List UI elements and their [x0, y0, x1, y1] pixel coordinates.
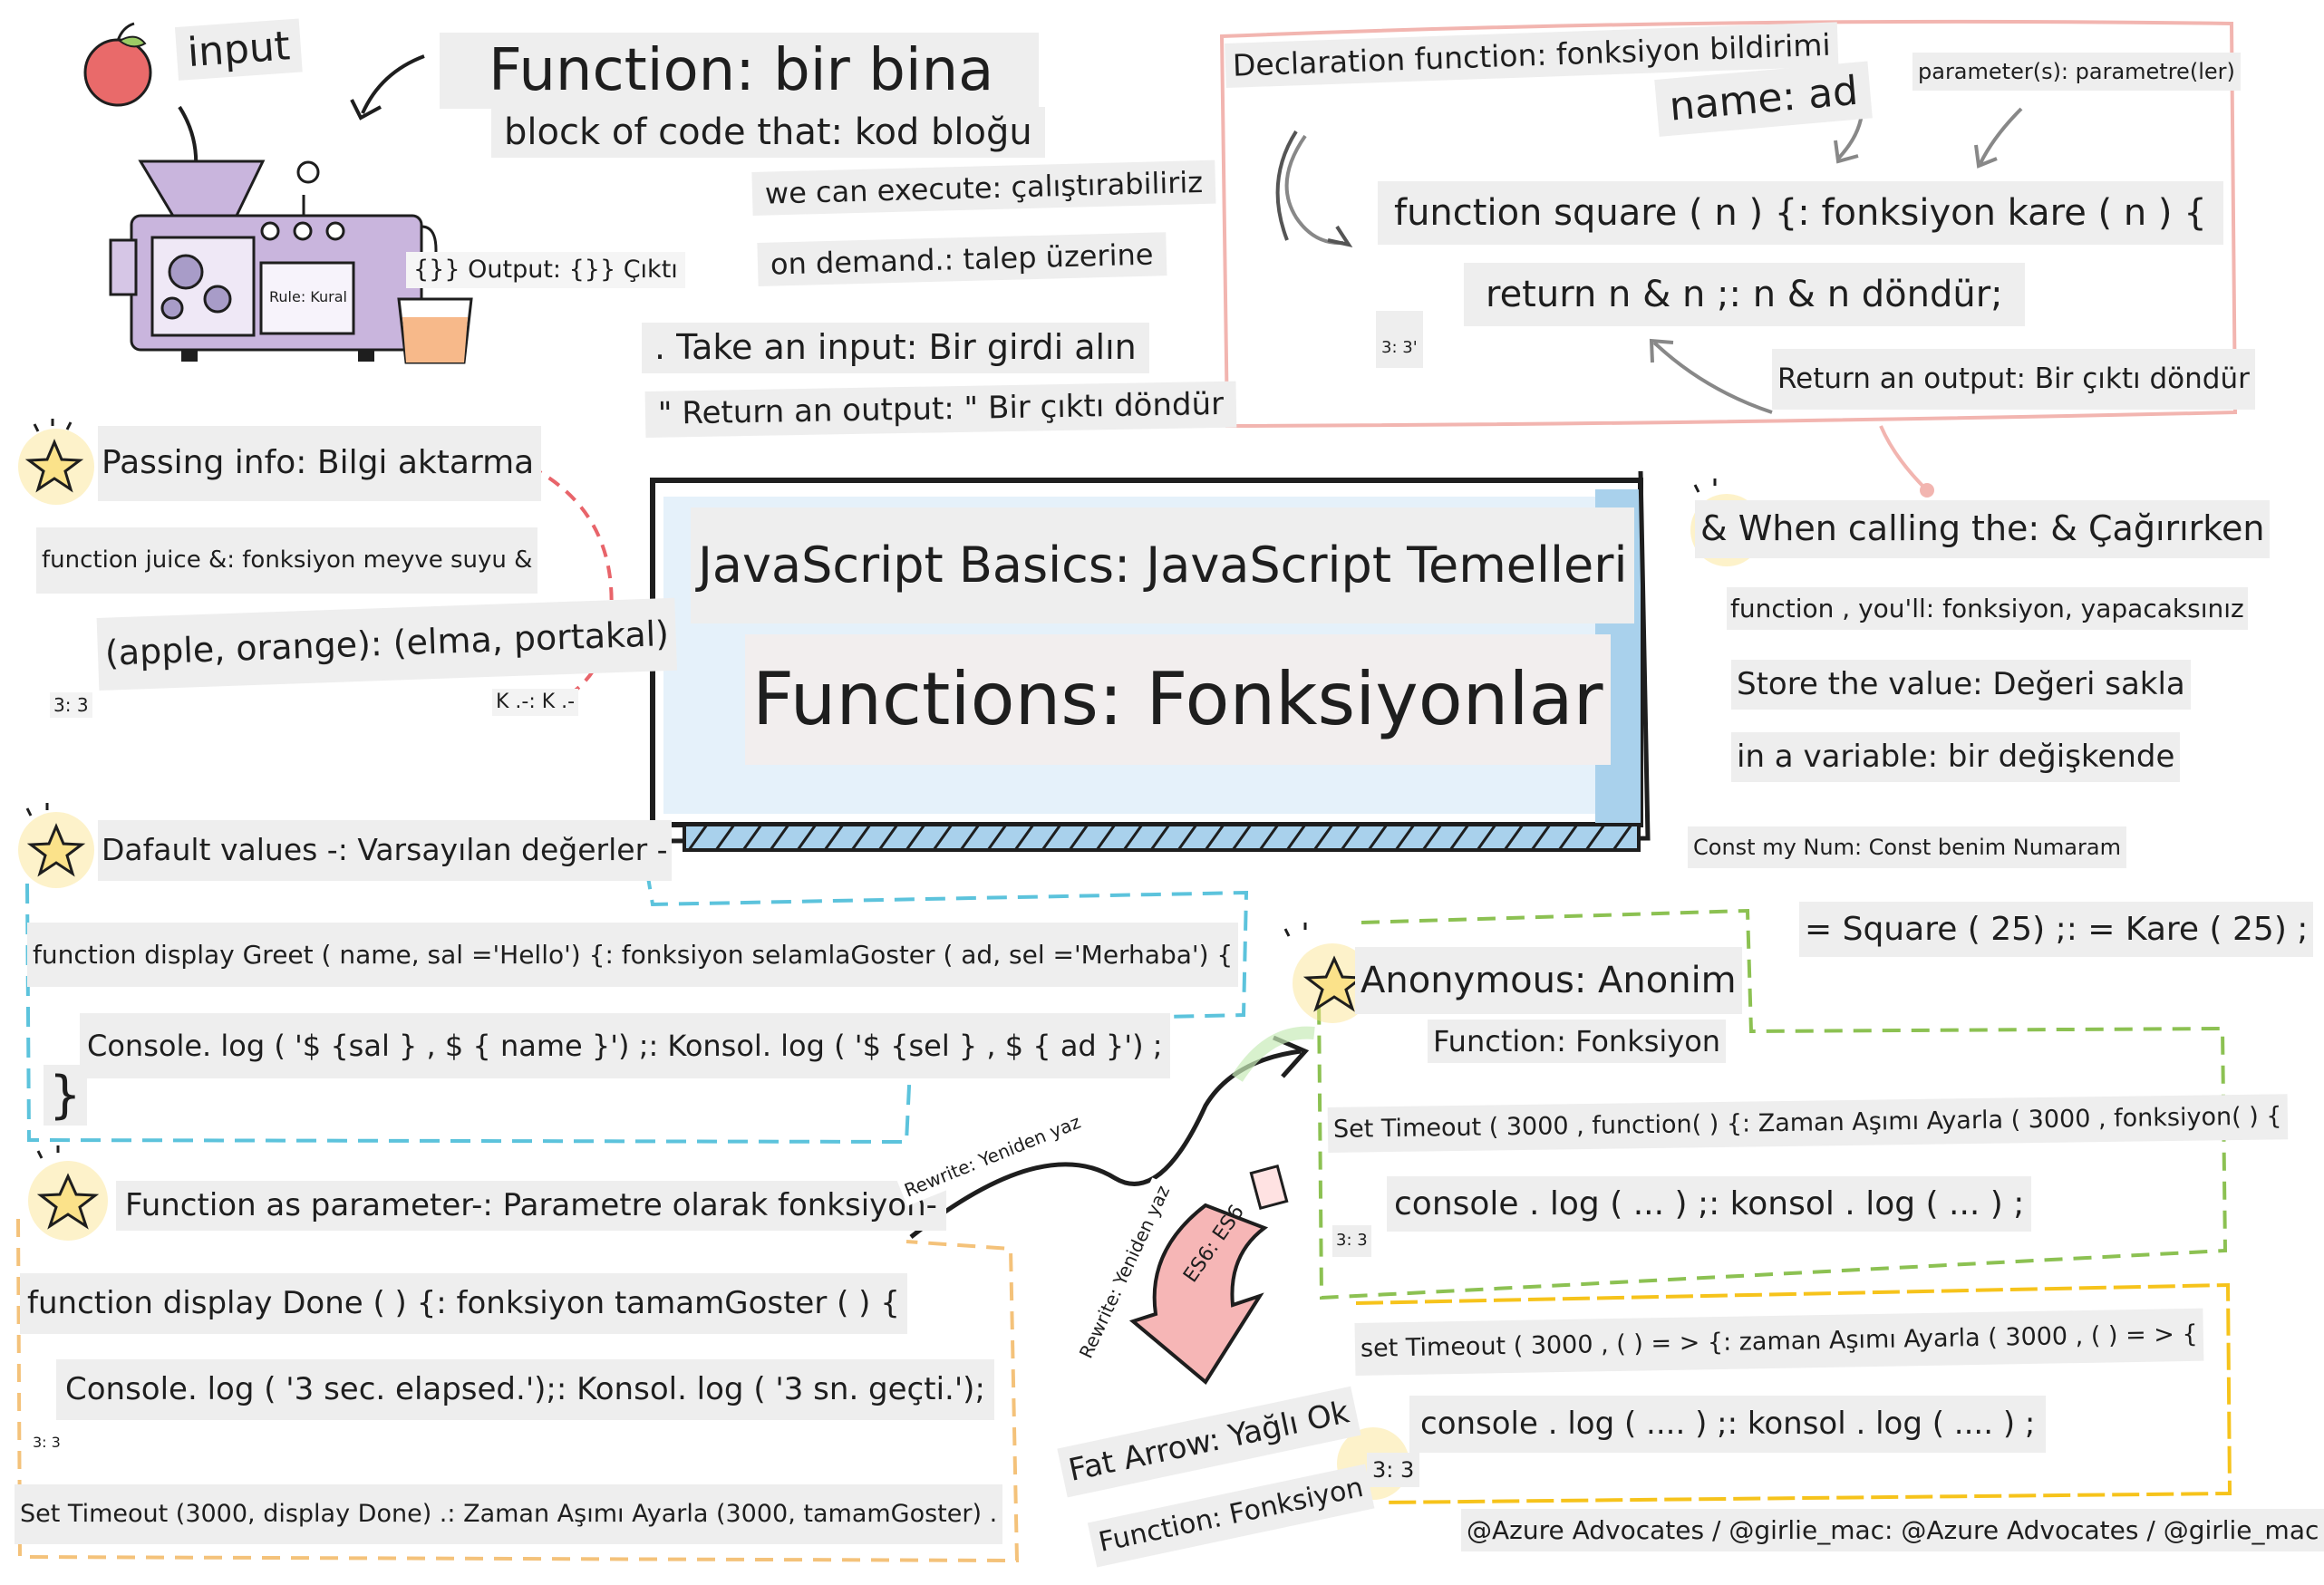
anonymous-heading: Anonymous: Anonim: [1355, 947, 1742, 1014]
calling-line2: Store the value: Değeri sakla: [1731, 660, 2191, 710]
anonymous-dashed-frame: [1317, 908, 2228, 1300]
declaration-code-line1: function square ( n ) {: fonksiyon kare …: [1378, 181, 2223, 245]
calling-line1: function , you'll: fonksiyon, yapacaksın…: [1727, 587, 2248, 630]
anonymous-small-count: 3: 3: [1332, 1225, 1371, 1257]
fat-arrow-line2: console . log ( .... ) ;: konsol . log (…: [1409, 1396, 2047, 1453]
calling-line5: = Square ( 25) ;: = Kare ( 25) ;: [1799, 902, 2314, 957]
param-line1: function display Done ( ) {: fonksiyon t…: [20, 1273, 907, 1334]
anonymous-line2: console . log ( ... ) ;: konsol . log ( …: [1387, 1176, 2032, 1232]
declaration-return-output: Return an output: Bir çıktı döndür: [1772, 349, 2255, 410]
passing-small-count: 3: 3: [50, 692, 92, 718]
star-icon: [1293, 943, 1372, 1023]
param-line3: Set Timeout (3000, display Done) .: Zama…: [15, 1484, 1003, 1544]
declaration-frame: [1219, 19, 2238, 429]
function-machine-icon: [109, 159, 438, 362]
take-input-text: . Take an input: Bir girdi alın: [642, 323, 1149, 373]
anonymous-sub: Function: Fonksiyon: [1428, 1020, 1727, 1063]
param-dashed-frame: [16, 1218, 1020, 1563]
credit-text: @Azure Advocates / @girlie_mac: @Azure A…: [1461, 1509, 2324, 1551]
block-of-code-text: block of code that: kod bloğu: [491, 107, 1045, 158]
parameters-label: parameter(s): parametre(ler): [1912, 53, 2241, 91]
defaults-dashed-frame: [25, 860, 1249, 1145]
output-label: {}} Output: {}} Çıktı: [406, 252, 685, 289]
main-subtitle: Functions: Fonksiyonlar: [745, 634, 1611, 765]
declaration-code-line2: return n & n ;: n & n döndür;: [1464, 263, 2025, 326]
connector-dot: [1920, 483, 1934, 498]
star-icon: [18, 812, 94, 888]
defaults-heading: Dafault values -: Varsayılan değerler -: [98, 820, 672, 882]
fat-arrow-small-count: 3: 3: [1367, 1453, 1420, 1487]
sparkle-marks: [25, 419, 1717, 1159]
param-line2: Console. log ( '3 sec. elapsed.');: Kons…: [56, 1359, 994, 1420]
declaration-curl-arrow: [1284, 134, 1344, 246]
rule-label: Rule: Kural: [269, 288, 347, 305]
calling-heading: & When calling the: & Çağırırken: [1695, 500, 2271, 558]
passing-small-k: K .-: K .-: [492, 689, 579, 717]
star-icon: [28, 1161, 108, 1241]
declaration-small-count: 3: 3': [1376, 311, 1423, 368]
defaults-line1: function display Greet ( name, sal ='Hel…: [27, 923, 1239, 987]
title-arrow: [361, 54, 425, 114]
return-arrow: [1652, 341, 1773, 414]
passing-heading: Passing info: Bilgi aktarma: [98, 426, 542, 501]
declaration-connector: [1879, 425, 1928, 491]
defaults-brace: }: [44, 1065, 87, 1126]
input-label: input: [174, 18, 303, 81]
fat-arrow-frame: [1355, 1282, 2232, 1504]
param-heading: Function as parameter-: Parametre olarak…: [116, 1181, 946, 1231]
calling-line3: in a variable: bir değişkende: [1731, 732, 2181, 782]
defaults-line2: Console. log ( '$ {sal } , $ { name }') …: [80, 1013, 1170, 1078]
star-icon: [18, 429, 94, 505]
passing-line1: function juice &: fonksiyon meyve suyu &: [36, 527, 538, 594]
param-small-count: 3: 3: [33, 1434, 61, 1451]
main-title: JavaScript Basics: JavaScript Temelleri: [691, 507, 1635, 623]
calling-line4: Const my Num: Const benim Numaram: [1688, 826, 2126, 868]
juice-glass-icon: [397, 297, 473, 364]
es6-arrow-icon: [1128, 1164, 1289, 1386]
parameter-arrow: [1979, 107, 2023, 164]
function-title: Function: bir bina: [440, 33, 1040, 109]
apple-icon: [83, 22, 152, 107]
